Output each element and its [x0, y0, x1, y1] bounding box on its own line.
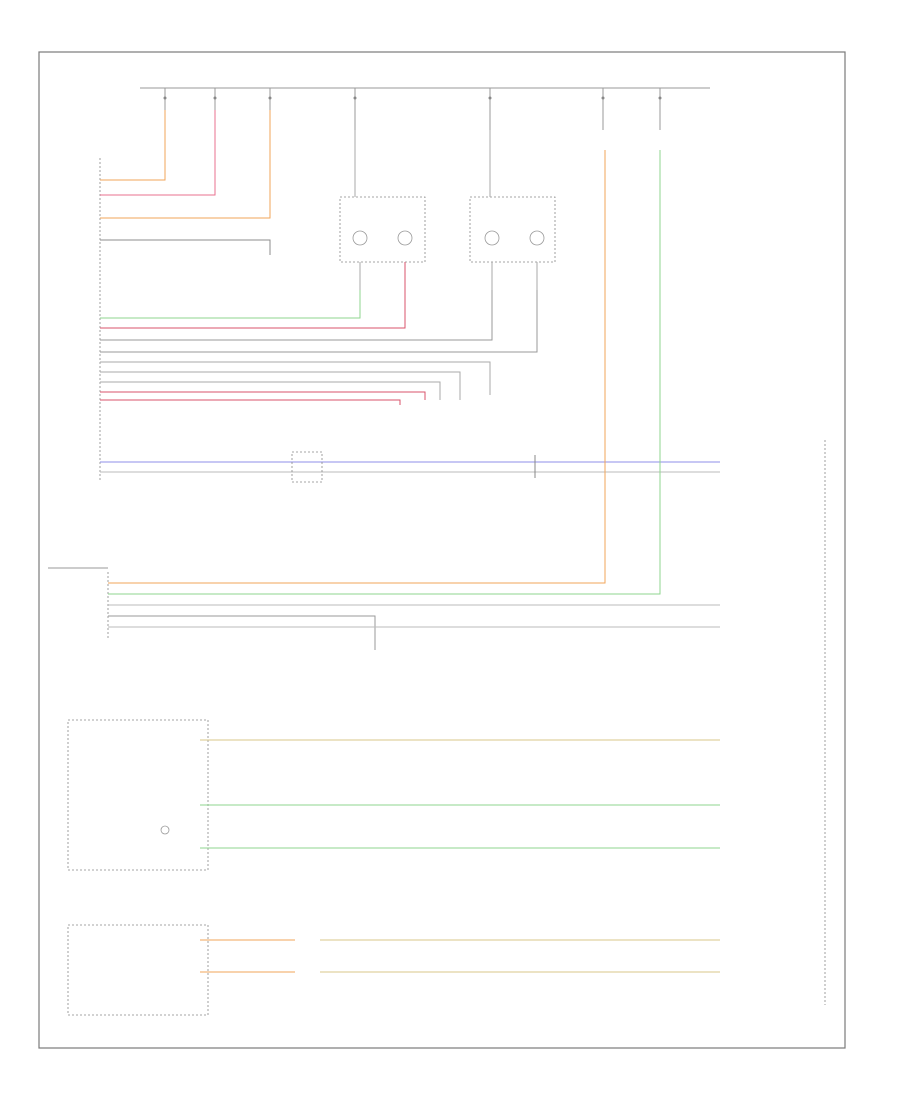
switch-lamp-icon: [160, 825, 170, 835]
wire-gray-2: [100, 290, 493, 341]
wire-red-3: [100, 399, 401, 405]
fuse-1: [163, 88, 167, 110]
auto-lamp-sensor: [48, 150, 720, 650]
left-headlamp-low-bulb-icon: [352, 230, 368, 246]
fuse-5: [488, 88, 492, 130]
headlamp-switch: [67, 719, 720, 871]
fuse-2: [213, 88, 217, 110]
diagram-frame: [38, 51, 846, 1049]
right-headlamp-low-bulb-icon: [484, 230, 500, 246]
wire-pink-1: [100, 110, 216, 196]
fuse-feed-wires: [100, 110, 271, 255]
left-headlamp: [339, 196, 426, 263]
wire-gray-8: [108, 615, 376, 650]
wire-green-1: [100, 290, 361, 319]
wire-orange-3: [108, 150, 606, 584]
wire-gray-3: [100, 290, 538, 353]
fuse-7: [658, 88, 662, 130]
fuse-6: [601, 88, 605, 130]
right-headlamp: [469, 196, 556, 263]
wire-red-2: [100, 391, 426, 400]
harness-wires: [100, 290, 538, 405]
left-headlamp-high-bulb-icon: [397, 230, 413, 246]
wire-red-1: [100, 290, 406, 329]
fuse-4: [353, 88, 357, 130]
fuse-3: [268, 88, 272, 110]
wire-gray-4: [100, 361, 491, 395]
steering-column-connector: [291, 451, 323, 483]
right-headlamp-high-bulb-icon: [529, 230, 545, 246]
wire-orange-1: [100, 110, 166, 181]
data-bus: [100, 451, 720, 483]
wire-orange-2: [100, 110, 271, 219]
wire-gray-6: [100, 381, 441, 400]
multifunction-switch: [67, 924, 720, 1016]
headlamp-feed-wires: [354, 130, 538, 290]
wire-green-2: [108, 150, 661, 595]
fuse-row: [140, 87, 710, 130]
wire-gray-1: [100, 239, 271, 255]
wire-gray-5: [100, 371, 461, 400]
